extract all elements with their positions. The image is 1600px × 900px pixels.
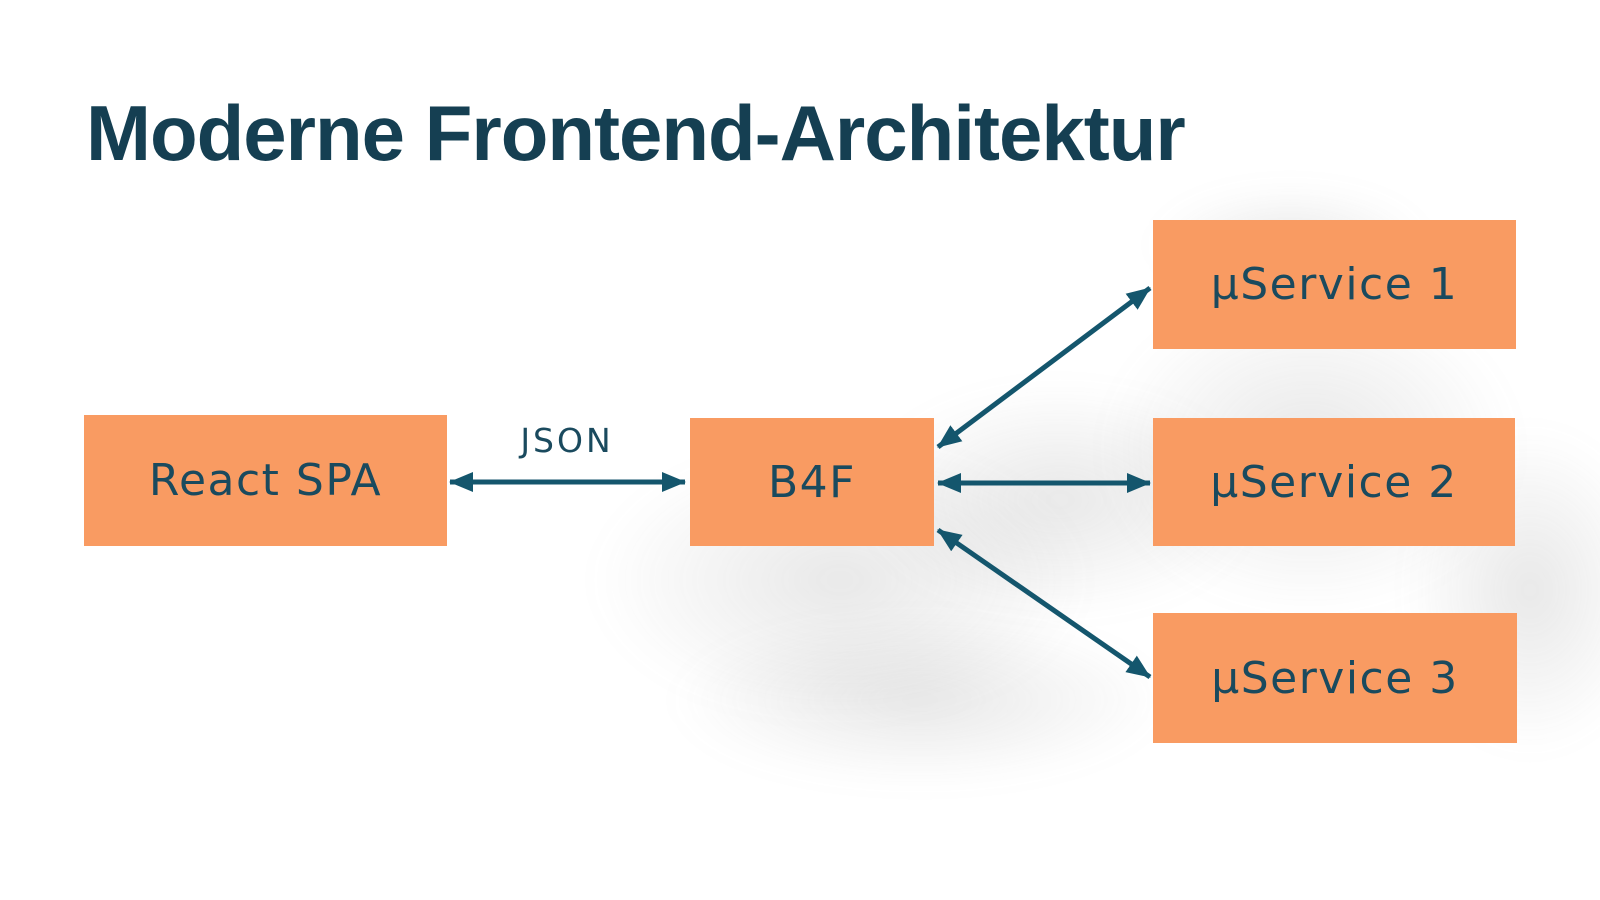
- connector-label-json: JSON: [520, 421, 614, 460]
- node-label: React SPA: [148, 455, 383, 506]
- connector-b4f-uservice-1: [936, 286, 1152, 449]
- node-react-spa: React SPA: [84, 415, 447, 546]
- smoke-blob: [600, 590, 1240, 810]
- node-label: µService 1: [1210, 259, 1459, 310]
- node-b4f: B4F: [690, 418, 934, 546]
- node-label: µService 3: [1211, 652, 1459, 704]
- page-title: Moderne Frontend-Architektur: [86, 89, 1186, 177]
- connector-b4f-uservice-3: [936, 527, 1152, 680]
- node-uservice-3: µService 3: [1153, 613, 1517, 743]
- node-label: B4F: [768, 456, 856, 508]
- node-label: µService 2: [1210, 456, 1458, 508]
- node-uservice-2: µService 2: [1153, 418, 1515, 546]
- node-uservice-1: µService 1: [1153, 220, 1516, 349]
